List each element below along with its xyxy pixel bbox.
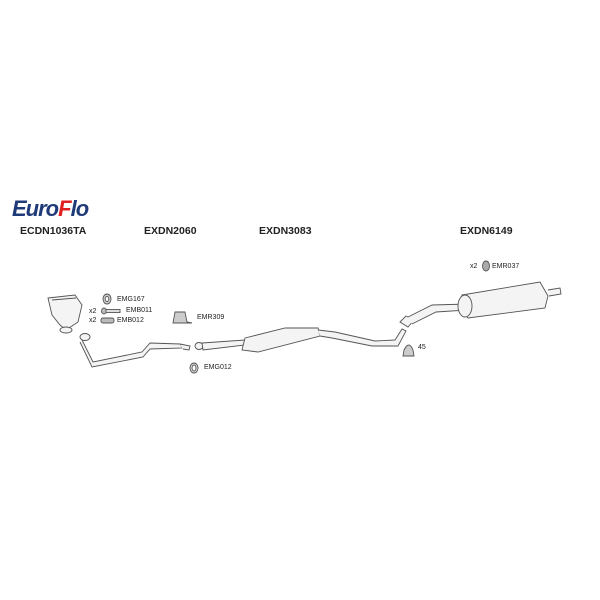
catalyst-icon[interactable] [47, 294, 83, 334]
euroflo-logo: EuroFlo [12, 196, 89, 221]
section-code-catalyst[interactable]: ECDN1036TA [20, 225, 87, 237]
part-label-emg167[interactable]: EMG167 [117, 296, 145, 303]
part-label-emr309[interactable]: EMR309 [197, 314, 225, 321]
qty-emr037: x2 [470, 263, 478, 270]
clamp-45-icon [402, 344, 415, 357]
qty-emb012: x2 [89, 317, 97, 324]
part-label-emg012[interactable]: EMG012 [204, 364, 232, 371]
gasket-emg167-icon [102, 293, 112, 305]
section-code-front-pipe[interactable]: EXDN2060 [144, 225, 197, 237]
part-label-emb012[interactable]: EMB012 [117, 317, 144, 324]
front-pipe-icon[interactable] [79, 333, 191, 368]
hanger-emr309-icon [172, 311, 193, 324]
part-label-clamp[interactable]: 45 [418, 344, 426, 351]
spring-emb012-icon [100, 317, 115, 324]
qty-emb011: x2 [89, 308, 97, 315]
mount-emr037-icon [482, 260, 490, 272]
section-code-centre-silencer[interactable]: EXDN3083 [259, 225, 312, 237]
part-label-emr037[interactable]: EMR037 [492, 263, 520, 270]
gasket-emg012-icon [189, 362, 199, 374]
centre-silencer-icon[interactable] [194, 327, 407, 353]
part-label-emb011[interactable]: EMB011 [126, 307, 153, 314]
rear-silencer-icon[interactable] [399, 281, 562, 328]
section-code-rear-silencer[interactable]: EXDN6149 [460, 225, 513, 237]
bolt-emb011-icon [101, 307, 121, 315]
